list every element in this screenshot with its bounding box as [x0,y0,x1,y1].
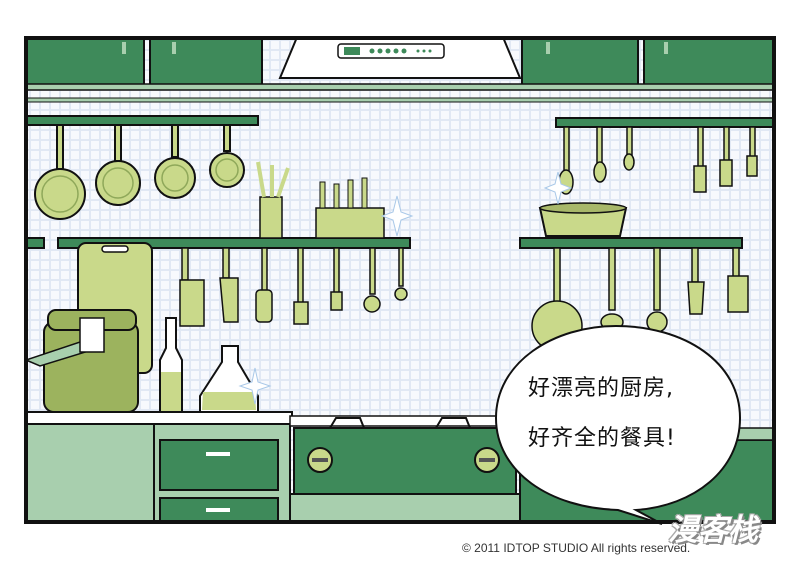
stove-knob-icon [474,447,500,473]
shelf-left [26,161,411,327]
speech-bubble-line-1: 好漂亮的厨房, [528,376,674,401]
rice-cooker [26,309,139,413]
sparkle-icons [238,171,573,405]
speech-bubble [494,324,742,525]
bottles [159,317,259,415]
speech-bubble-line-2: 好齐全的餐具! [528,426,676,451]
gas-stove [289,415,521,522]
copyright-notice: © 2011 IDTOP STUDIO All rights reserved. [462,541,691,555]
panel-border [24,36,776,524]
pan-rail-left [26,115,259,220]
upper-cabinets [26,38,774,87]
counter [26,411,293,522]
stove-knob-icon [307,447,333,473]
shelf-right [519,202,749,352]
watermark-logo: 漫客栈 [668,513,758,548]
range-hood [278,38,522,79]
